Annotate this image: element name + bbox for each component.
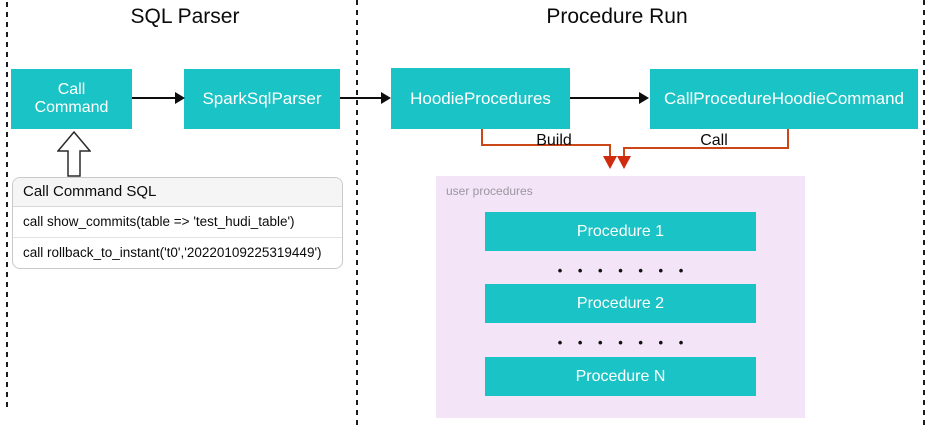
node-procedure-2-label: Procedure 2 [576, 294, 665, 312]
node-spark-sql-parser-label: SparkSqlParser [202, 89, 322, 108]
build-connector-segment [609, 146, 611, 157]
node-procedure-n: Procedure N [485, 357, 756, 396]
call-connector-segment [623, 147, 789, 149]
arrow-parser-to-hoodie-procedures [340, 97, 382, 99]
node-procedure-2: Procedure 2 [485, 284, 756, 323]
user-procedures-label: user procedures [446, 184, 533, 198]
node-call-procedure-hoodie-command: CallProcedureHoodieCommand [650, 69, 918, 129]
user-procedures-panel: user procedures Procedure 1 • • • • • • … [436, 176, 805, 418]
arrow-right-icon [639, 92, 649, 104]
hollow-up-arrow-icon [57, 131, 91, 177]
left-dashed-boundary [6, 2, 8, 410]
section-title-procedure-run: Procedure Run [546, 5, 688, 28]
call-command-sql-table: Call Command SQL call show_commits(table… [12, 177, 343, 269]
node-hoodie-procedures-label: HoodieProcedures [410, 88, 551, 108]
sql-table-header: Call Command SQL [13, 178, 342, 207]
edge-label-call: Call [700, 132, 728, 149]
node-procedure-n-label: Procedure N [575, 367, 666, 385]
arrow-right-icon [175, 92, 185, 104]
ellipsis-dots: • • • • • • • [557, 263, 690, 278]
right-dashed-boundary [923, 0, 925, 428]
node-procedure-1: Procedure 1 [485, 212, 756, 251]
arrow-call-command-to-parser [132, 97, 176, 99]
node-call-command: Call Command [11, 69, 132, 129]
section-title-sql-parser: SQL Parser [130, 5, 240, 28]
arrow-down-icon [603, 156, 617, 169]
ellipsis-dots: • • • • • • • [557, 335, 690, 350]
call-connector-segment [623, 149, 625, 157]
node-call-procedure-hoodie-command-label: CallProcedureHoodieCommand [663, 89, 904, 108]
arrow-right-icon [381, 92, 391, 104]
build-connector-segment [481, 144, 611, 146]
arrow-down-icon [617, 156, 631, 169]
call-connector-segment [787, 129, 789, 149]
arrow-hoodie-procedures-to-command [570, 97, 640, 99]
middle-dashed-boundary [356, 0, 358, 430]
node-procedure-1-label: Procedure 1 [576, 222, 665, 240]
build-connector-segment [481, 129, 483, 145]
edge-label-build: Build [536, 132, 572, 149]
sql-table-row: call rollback_to_instant('t0','202201092… [23, 245, 322, 260]
node-hoodie-procedures: HoodieProcedures [391, 68, 570, 129]
node-call-command-label: Call Command [34, 81, 109, 116]
sql-table-row: call show_commits(table => 'test_hudi_ta… [13, 207, 342, 238]
node-spark-sql-parser: SparkSqlParser [184, 69, 340, 129]
